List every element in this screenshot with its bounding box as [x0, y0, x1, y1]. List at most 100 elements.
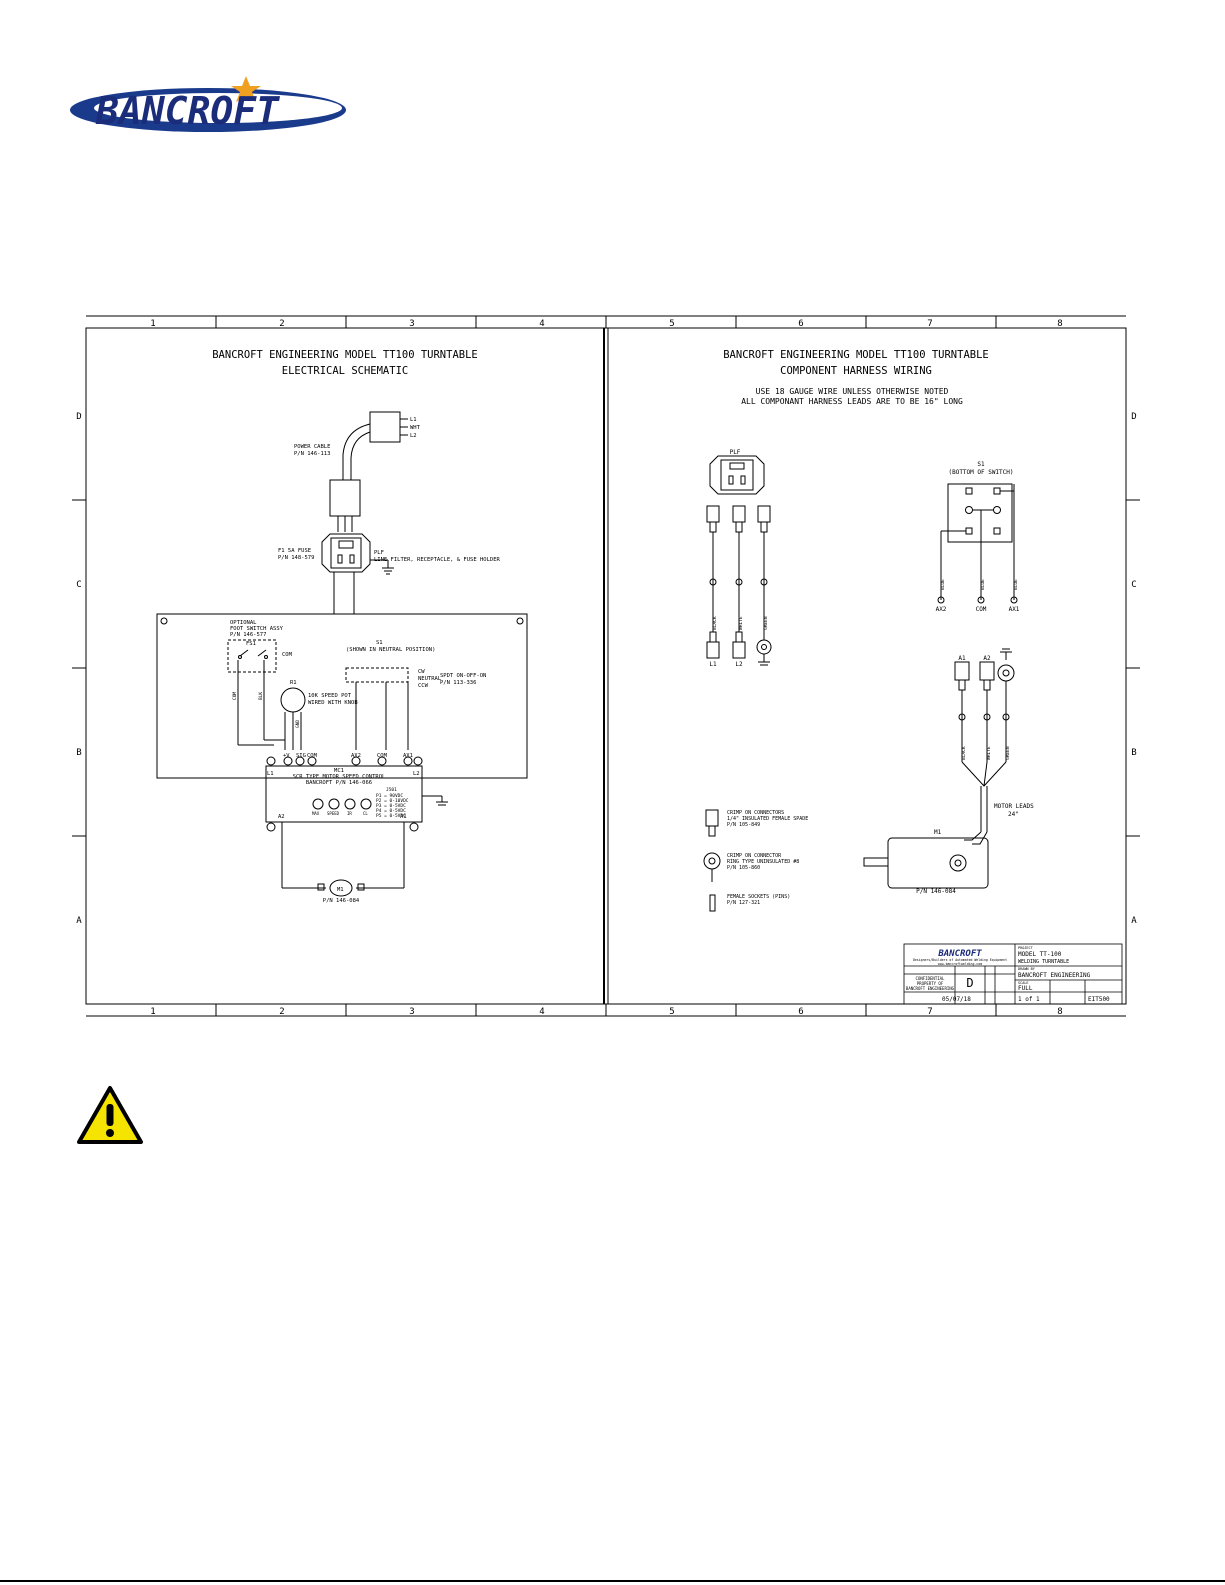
- s1-label: S1: [376, 640, 383, 646]
- col-label-8: 8: [1057, 319, 1062, 329]
- mc1-term-sig: SIG: [296, 753, 306, 759]
- wire-color-black: BLACK: [712, 616, 718, 630]
- mc1-term-com: COM: [307, 753, 318, 759]
- s1-wire-blue-1: BLUE: [940, 579, 946, 590]
- title-block-size: D: [966, 976, 973, 990]
- mc1-note-5: P5 = 0-5VDC: [376, 813, 406, 819]
- row-label-right-a: A: [1131, 916, 1137, 926]
- schematic-title: BANCROFT ENGINEERING MODEL TT100 TURNTAB…: [212, 349, 478, 361]
- row-label-right-b: B: [1131, 748, 1136, 758]
- mc1-term-a1: A1: [400, 814, 407, 820]
- col-label-bottom-8: 8: [1057, 1007, 1062, 1017]
- mc1-pot-speed: SPEED: [327, 811, 340, 816]
- motor-m1-label: M1: [337, 887, 344, 893]
- mc1-term-a2: A2: [278, 814, 285, 820]
- plf-label: PLF: [374, 550, 384, 556]
- power-cable: [342, 423, 371, 480]
- legend-socket-line2: P/N 127-321: [727, 900, 760, 906]
- mc1-desc: SCR TYPE MOTOR SPEED CONTROL: [293, 774, 386, 780]
- switch-pn: P/N 113-336: [440, 680, 476, 686]
- switch-desc: SPDT ON-OFF-ON: [440, 673, 486, 679]
- harness-l1-label: L1: [709, 661, 717, 668]
- wire-label-gnd: GND: [295, 720, 301, 728]
- motor-leads-label: MOTOR LEADS: [994, 803, 1034, 810]
- control-enclosure: [156, 613, 528, 779]
- harness-plf: [709, 455, 765, 495]
- motor-wire-white: WHITE: [986, 746, 992, 760]
- motor-pn: P/N 146-084: [323, 898, 360, 904]
- row-label-c: C: [76, 580, 81, 590]
- r1-label: R1: [290, 680, 297, 686]
- speed-pot: [280, 687, 306, 713]
- s1-wire-blue-3: BLUE: [1013, 579, 1019, 590]
- plf-desc: LINE FILTER, RECEPTACLE, & FUSE HOLDER: [374, 557, 501, 563]
- title-block-confidential-2: PROPERTY OF: [917, 981, 944, 986]
- col-label-6: 6: [798, 319, 803, 329]
- schematic-subtitle: ELECTRICAL SCHEMATIC: [282, 365, 408, 377]
- harness-motor-pn: P/N 146-084: [916, 888, 956, 895]
- title-block-confidential-3: BANCROFT ENGINEERING: [906, 986, 955, 991]
- harness-subtitle: COMPONENT HARNESS WIRING: [780, 365, 932, 377]
- s1-wire-blue-2: BLUE: [980, 579, 986, 590]
- col-label-2: 2: [279, 319, 284, 329]
- title-block-scale-label: SCALE: [1018, 981, 1029, 985]
- harness-s1-ax2: AX2: [936, 606, 947, 613]
- motor-wire-black: BLACK: [961, 746, 967, 760]
- col-label-bottom-5: 5: [669, 1007, 674, 1017]
- harness-motor-a2: A2: [983, 655, 991, 662]
- col-label-4: 4: [539, 319, 544, 329]
- mc1-label: MC1: [334, 768, 344, 774]
- harness-title: BANCROFT ENGINEERING MODEL TT100 TURNTAB…: [723, 349, 989, 361]
- foot-switch-label: FOOT SWITCH ASSY: [230, 626, 284, 632]
- logo-text: BANCROFT: [95, 89, 280, 133]
- harness-l2-label: L2: [735, 661, 743, 668]
- mc1-note-4: P4 = 0-5VDC: [376, 808, 406, 814]
- wire-color-green: GREEN: [763, 616, 769, 630]
- mc1-note-0: J501: [386, 787, 397, 793]
- title-block-sheet: 1 of 1: [1018, 996, 1040, 1003]
- logo-star: [231, 76, 261, 102]
- title-block-drawn-label: DRAWN BY: [1018, 967, 1036, 971]
- row-label-a: A: [76, 916, 82, 926]
- col-label-1: 1: [150, 319, 155, 329]
- power-cable-label: POWER CABLE: [294, 444, 330, 450]
- plug-pin-l2: L2: [410, 433, 417, 439]
- foot-switch-com: COM: [282, 652, 293, 658]
- legend-spade-line2: 1/4" INSULATED FEMALE SPADE: [727, 816, 808, 822]
- title-block-project: MODEL TT-100: [1018, 951, 1062, 958]
- col-label-bottom-3: 3: [409, 1007, 414, 1017]
- plug-pin-wht: WHT: [410, 425, 421, 431]
- row-label-right-d: D: [1131, 412, 1136, 422]
- harness-s1-switch: [947, 483, 1013, 543]
- legend-ring-line3: P/N 105-860: [727, 865, 760, 871]
- power-cable-pn: P/N 146-113: [294, 451, 330, 457]
- legend-socket-line1: FEMALE SOCKETS (PINS): [727, 894, 790, 900]
- motor-speed-control: [265, 765, 423, 823]
- fuse-label: F1 5A FUSE: [278, 548, 311, 554]
- col-label-5: 5: [669, 319, 674, 329]
- s1-cw: CW: [418, 669, 425, 675]
- page-bottom-rule: [0, 1580, 1225, 1582]
- col-label-7: 7: [927, 319, 932, 329]
- title-block-date: 05/07/18: [942, 996, 971, 1003]
- harness-note-2: ALL COMPONANT HARNESS LEADS ARE TO BE 16…: [741, 397, 963, 406]
- wire-label-com: COM: [232, 692, 238, 700]
- harness-plf-label: PLF: [730, 449, 741, 456]
- harness-motor: [887, 837, 989, 889]
- col-label-bottom-2: 2: [279, 1007, 284, 1017]
- mc1-term-ax1: AX1: [403, 753, 413, 759]
- motor-wire-green: GREEN: [1005, 746, 1011, 760]
- title-block: [903, 943, 1123, 1005]
- pot-desc: 10K SPEED POT: [308, 693, 352, 699]
- mc1-pot-ir: IR: [347, 811, 352, 816]
- s1-neutral: NEUTRAL: [418, 676, 442, 682]
- mc1-note-1: P1 = 90VDC: [376, 793, 403, 799]
- mc1-term-ax2: AX2: [351, 753, 361, 759]
- mc1-pot-cl: CL: [363, 811, 368, 816]
- row-label-b: B: [76, 748, 81, 758]
- fuse-pn: P/N 148-579: [278, 555, 314, 561]
- harness-s1-com: COM: [976, 606, 987, 613]
- mc1-pn: BANCROFT P/N 146-066: [306, 780, 372, 786]
- harness-note-1: USE 18 GAUGE WIRE UNLESS OTHERWISE NOTED: [756, 387, 949, 396]
